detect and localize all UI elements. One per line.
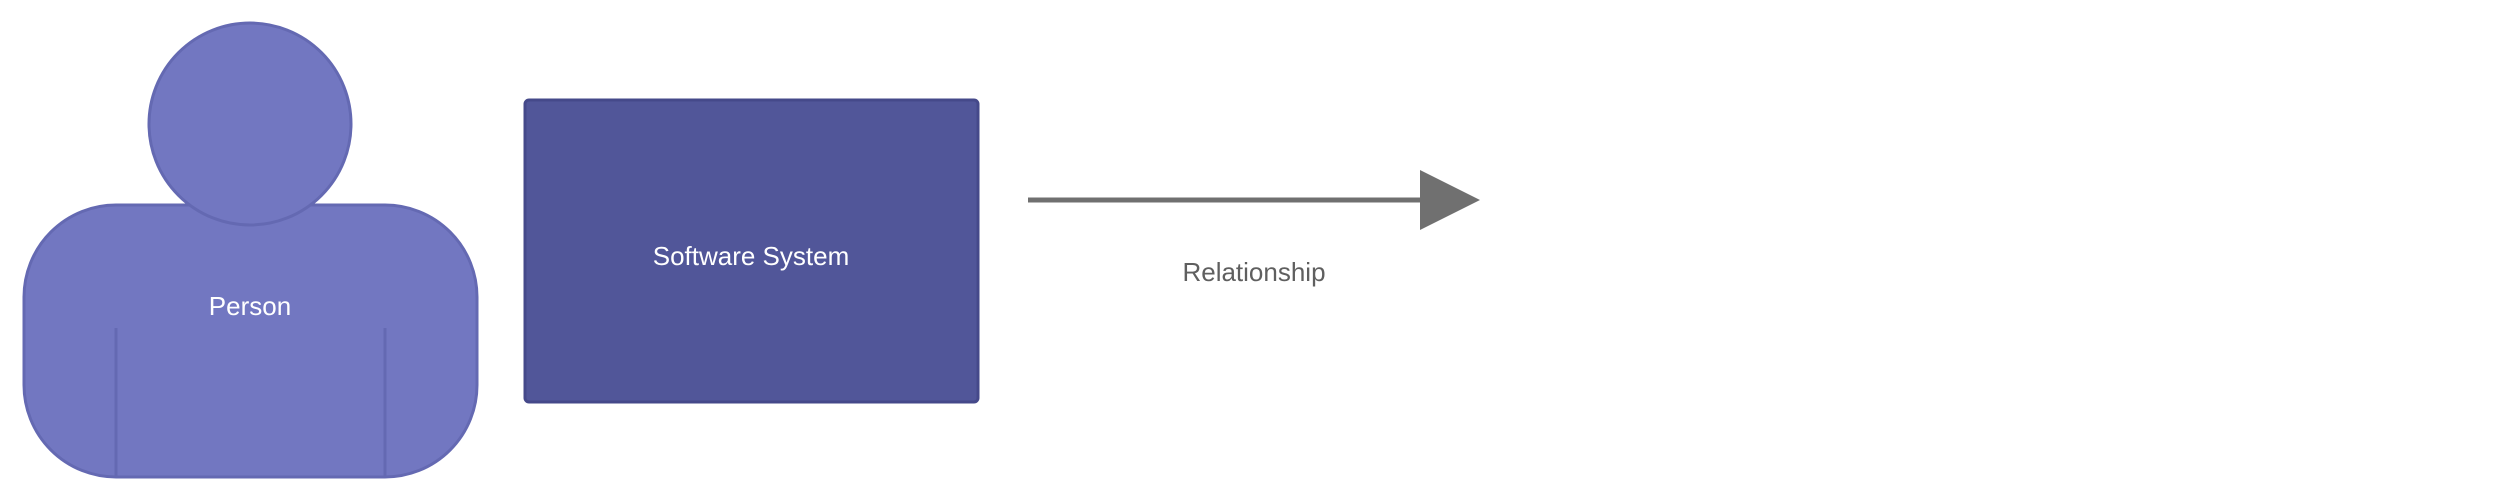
- person-head[interactable]: [147, 21, 353, 227]
- software-system-box[interactable]: [523, 98, 980, 404]
- relationship-arrowhead: [1420, 170, 1480, 230]
- person-body[interactable]: [22, 203, 479, 479]
- person-label: Person: [209, 291, 291, 321]
- relationship-arrow[interactable]: Relationship: [1028, 170, 1480, 287]
- person-element[interactable]: Person: [22, 21, 479, 479]
- software-system-label: Software System: [653, 241, 850, 271]
- relationship-label: Relationship: [1182, 257, 1325, 287]
- software-system-element[interactable]: Software System: [523, 98, 980, 404]
